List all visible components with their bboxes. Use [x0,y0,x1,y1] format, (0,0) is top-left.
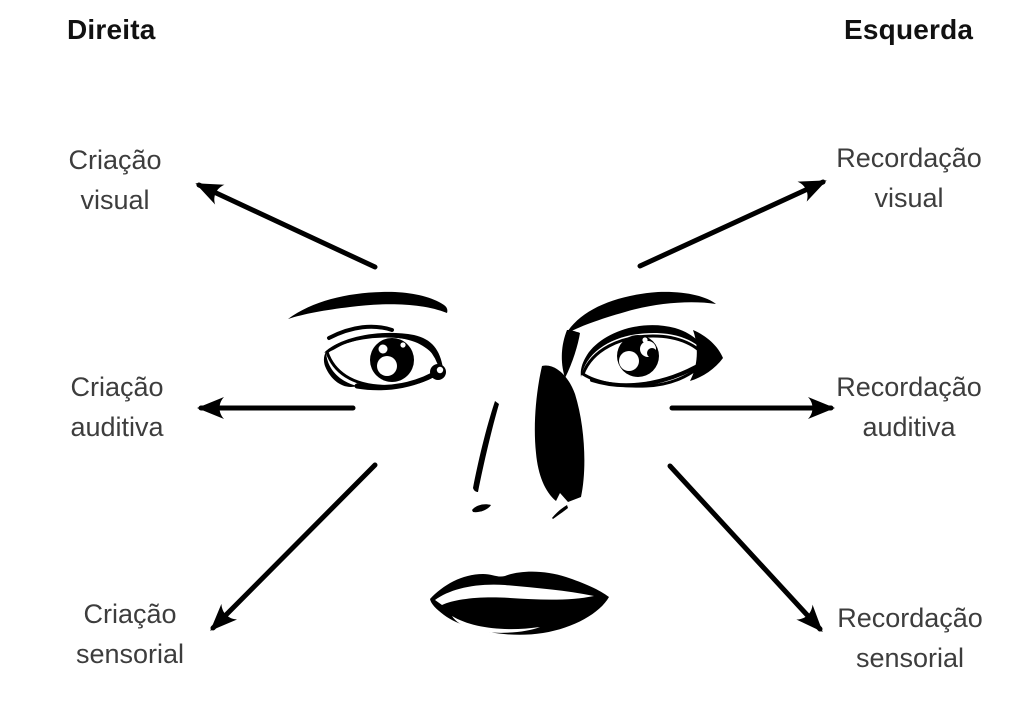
label-line: auditiva [70,412,164,442]
right-eye-lower-lash [590,361,705,388]
left-iris-highlight-dot [400,342,406,348]
left-eye-corner-highlight [436,366,444,374]
woman-face-stencil [288,291,723,635]
label-line: Criação [70,372,164,402]
label-criacao-auditiva: Criação auditiva [37,367,197,447]
header-direita: Direita [67,14,156,45]
label-criacao-visual: Criação visual [35,140,195,220]
arrow-to-criacao-sensorial [210,462,378,631]
label-line: Recordação [837,603,983,633]
label-criacao-sensorial: Criação sensorial [50,594,210,674]
label-line: Criação [68,145,162,175]
right-eye-outer-wedge [690,330,723,381]
left-eyebrow [288,291,448,319]
lower-lip-highlight [452,616,540,633]
lips-outline [430,571,609,635]
label-recordacao-visual: Recordação visual [829,138,989,218]
label-line: visual [80,185,150,215]
nose-right-shadow [534,365,585,502]
right-eye-upper-shadow [580,325,709,377]
right-eyebrow [566,291,716,334]
nose-left-contour [473,401,499,492]
left-iris-highlight-small [378,344,388,354]
label-line: Criação [83,599,177,629]
label-recordacao-sensorial: Recordação sensorial [830,598,990,678]
label-recordacao-auditiva: Recordação auditiva [829,367,989,447]
label-line: Recordação [836,143,982,173]
label-line: Recordação [836,372,982,402]
header-esquerda: Esquerda [844,14,974,45]
right-nostril [552,505,568,519]
arrows-layer [195,179,835,632]
left-eyelid-crease-line [327,324,394,340]
right-eyebrow-inner-wedge [561,330,580,378]
left-eye-inner-shadow [323,352,357,387]
label-line: sensorial [855,643,965,673]
label-line: auditiva [862,412,956,442]
left-iris-highlight-big [377,356,397,376]
left-nostril [472,504,491,513]
arrow-to-recordacao-visual [637,179,827,269]
right-iris-highlight-big [619,351,639,371]
right-iris-highlight-dot [642,337,648,343]
lips-opening-highlight [435,584,594,605]
arrow-to-recordacao-sensorial [667,463,823,632]
arrow-to-criacao-visual [195,182,378,270]
right-iris-crescent-core [647,348,657,358]
label-line: sensorial [75,639,185,669]
label-line: visual [874,183,944,213]
